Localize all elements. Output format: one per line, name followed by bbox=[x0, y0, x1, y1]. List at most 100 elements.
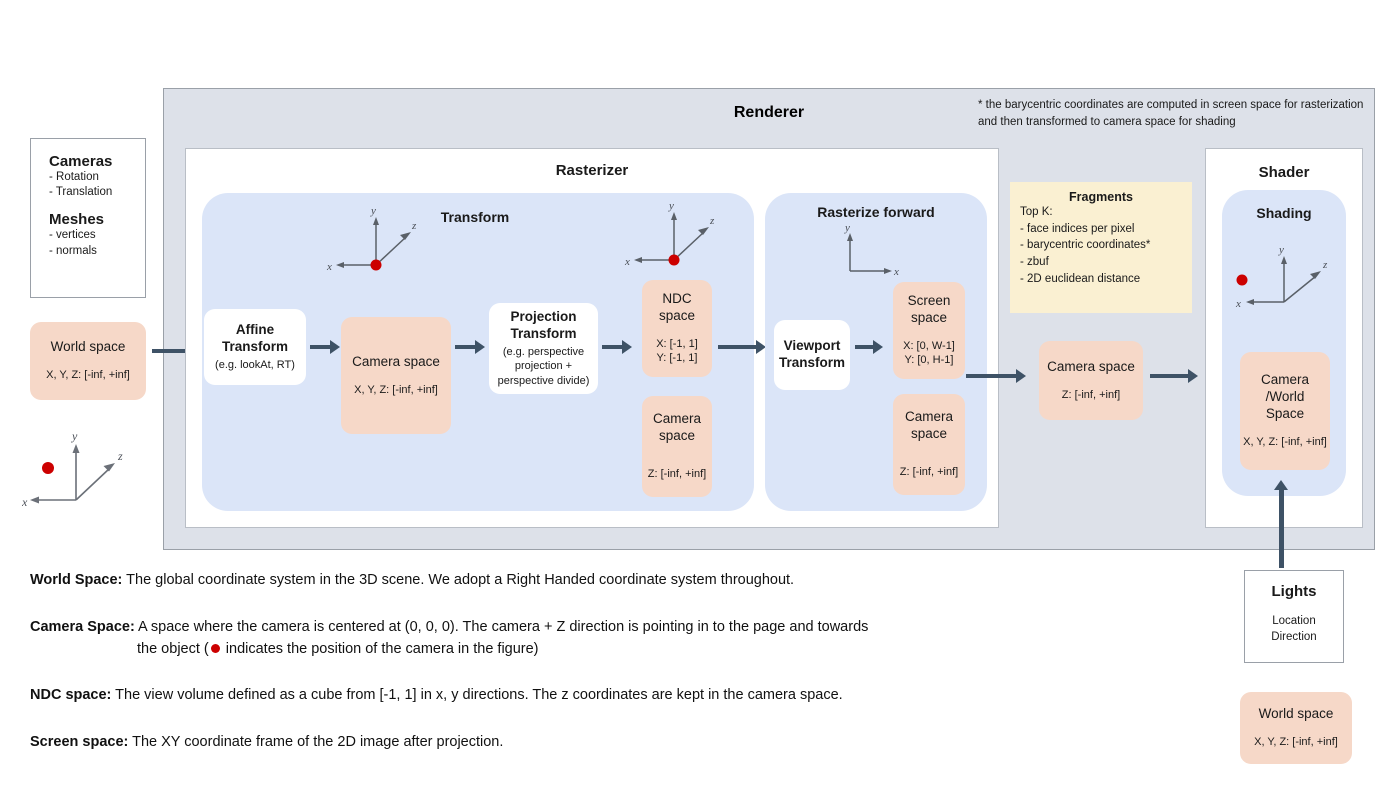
arrow-viewport-to-screen bbox=[855, 345, 873, 349]
fragments-item-zbuf: - zbuf bbox=[1020, 256, 1049, 269]
rasterizer-title: Rasterizer bbox=[555, 162, 629, 179]
fragments-lead: Top K: bbox=[1020, 206, 1053, 218]
meshes-item-vertices: - vertices bbox=[49, 229, 96, 242]
shading-title: Shading bbox=[1256, 205, 1312, 221]
post-raster-camera-space-box: Camera space Z: [-inf, +inf] bbox=[1039, 341, 1143, 420]
description-camera-space-term: Camera Space: bbox=[30, 618, 135, 635]
svg-text:x: x bbox=[624, 256, 630, 268]
affine-transform-sub: (e.g. lookAt, RT) bbox=[215, 358, 295, 371]
world-space-bottom-box: World space X, Y, Z: [-inf, +inf] bbox=[1240, 692, 1352, 764]
inputs-cameras-meshes-box: Cameras - Rotation - Translation Meshes … bbox=[30, 138, 146, 298]
screen-axes-2d: y x bbox=[838, 225, 908, 280]
description-world-space-text: The global coordinate system in the 3D s… bbox=[122, 572, 795, 588]
projection-transform-box: Projection Transform (e.g. perspective p… bbox=[489, 303, 598, 394]
ndc-space-range-y: Y: [-1, 1] bbox=[656, 352, 698, 365]
cameras-heading: Cameras bbox=[49, 153, 113, 170]
ndc-camera-space-box: Camera space Z: [-inf, +inf] bbox=[642, 396, 712, 497]
arrow-affine-to-cameraspace-head bbox=[330, 340, 340, 354]
meshes-heading: Meshes bbox=[49, 211, 105, 229]
arrow-ndc-to-viewport bbox=[718, 345, 756, 349]
svg-text:z: z bbox=[411, 220, 417, 232]
world-space-bottom-title: World space bbox=[1258, 706, 1334, 722]
fragments-box: Fragments Top K: - face indices per pixe… bbox=[1010, 182, 1192, 313]
ndc-axes-triad: y x z bbox=[620, 198, 720, 274]
shader-axes-triad: y x z bbox=[1228, 238, 1340, 314]
arrow-projection-to-ndc bbox=[602, 345, 622, 349]
viewport-transform-box: Viewport Transform bbox=[774, 320, 850, 390]
svg-text:z: z bbox=[1322, 259, 1328, 271]
arrow-camera-space-to-shader-head bbox=[1188, 369, 1198, 383]
description-camera-space-line2-post: indicates the position of the camera in … bbox=[221, 640, 539, 657]
arrow-affine-to-cameraspace bbox=[310, 345, 330, 349]
svg-text:x: x bbox=[1235, 298, 1241, 310]
svg-text:y: y bbox=[370, 205, 376, 217]
arrow-cameraspace-to-projection bbox=[455, 345, 475, 349]
arrow-lights-to-shading-head bbox=[1274, 480, 1288, 490]
arrow-lights-to-shading bbox=[1279, 490, 1284, 568]
cameras-item-rotation: - Rotation bbox=[49, 171, 99, 183]
renderer-title: Renderer bbox=[733, 104, 805, 121]
arrow-rasterizer-to-camera-space bbox=[966, 374, 1016, 378]
ndc-space-range-x: X: [-1, 1] bbox=[656, 337, 698, 350]
world-space-range: X, Y, Z: [-inf, +inf] bbox=[46, 369, 130, 382]
svg-text:y: y bbox=[1278, 244, 1284, 256]
camera-world-space-title: Camera /World Space bbox=[1260, 372, 1309, 422]
affine-transform-title: Affine Transform bbox=[221, 321, 289, 354]
arrow-ndc-to-viewport-head bbox=[756, 340, 766, 354]
arrow-cameraspace-to-projection-head bbox=[475, 340, 485, 354]
barycentric-footnote: * the barycentric coordinates are comput… bbox=[978, 99, 1364, 128]
description-camera-space-line2-pre: the object ( bbox=[137, 640, 209, 657]
svg-text:y: y bbox=[668, 200, 674, 212]
rasterize-forward-camera-space-title: Camera space bbox=[904, 409, 953, 442]
description-world-space: World Space: The global coordinate syste… bbox=[30, 570, 1120, 592]
transform-axes-triad: y x z bbox=[322, 203, 422, 279]
spacer bbox=[49, 200, 145, 211]
arrow-projection-to-ndc-head bbox=[622, 340, 632, 354]
arrow-rasterizer-to-camera-space-head bbox=[1016, 369, 1026, 383]
transform-camera-space-box: Camera space X, Y, Z: [-inf, +inf] bbox=[341, 317, 451, 434]
post-raster-camera-space-range: Z: [-inf, +inf] bbox=[1061, 388, 1121, 401]
lights-item-location: Location bbox=[1272, 615, 1316, 627]
lights-item-direction: Direction bbox=[1271, 630, 1317, 643]
meshes-item-normals: - normals bbox=[49, 244, 97, 257]
description-ndc-space-term: NDC space: bbox=[30, 687, 112, 704]
svg-text:y: y bbox=[71, 429, 78, 443]
affine-transform-box: Affine Transform (e.g. lookAt, RT) bbox=[204, 309, 306, 385]
camera-dot-icon bbox=[210, 644, 220, 654]
description-ndc-space-text: The view volume defined as a cube from [… bbox=[111, 687, 843, 704]
cameras-item-translation: - Translation bbox=[49, 186, 113, 199]
svg-text:y: y bbox=[844, 225, 850, 234]
fragments-item-euclidean-distance: - 2D euclidean distance bbox=[1020, 272, 1141, 285]
svg-text:z: z bbox=[117, 449, 123, 463]
description-screen-space-text: The XY coordinate frame of the 2D image … bbox=[128, 734, 504, 750]
transform-camera-space-range: X, Y, Z: [-inf, +inf] bbox=[354, 383, 438, 396]
lights-box: Lights Location Direction bbox=[1244, 570, 1344, 663]
post-raster-camera-space-title: Camera space bbox=[1047, 358, 1135, 374]
projection-transform-title: Projection Transform bbox=[510, 309, 577, 342]
transform-title: Transform bbox=[440, 209, 510, 225]
fragments-title: Fragments bbox=[1069, 190, 1133, 204]
viewport-transform-title: Viewport Transform bbox=[778, 338, 846, 370]
spacer bbox=[1245, 600, 1343, 614]
ndc-camera-space-range: Z: [-inf, +inf] bbox=[647, 467, 707, 480]
description-camera-space-line2: the object ( indicates the position of t… bbox=[30, 639, 1120, 661]
description-camera-space-text: A space where the camera is centered at … bbox=[134, 618, 869, 635]
world-space-title: World space bbox=[50, 339, 126, 355]
fragments-item-barycentric: - barycentric coordinates* bbox=[1020, 239, 1151, 252]
ndc-space-title: NDC space bbox=[658, 290, 696, 323]
descriptions-block: World Space: The global coordinate syste… bbox=[30, 570, 1120, 779]
rasterize-forward-title: Rasterize forward bbox=[817, 204, 935, 220]
description-screen-space: Screen space: The XY coordinate frame of… bbox=[30, 732, 1120, 754]
camera-world-space-range: X, Y, Z: [-inf, +inf] bbox=[1243, 435, 1327, 448]
description-screen-space-term: Screen space: bbox=[30, 734, 129, 750]
projection-transform-sub: (e.g. perspective projection + perspecti… bbox=[497, 345, 590, 387]
screen-space-range-y: Y: [0, H-1] bbox=[904, 354, 954, 367]
ndc-camera-space-title: Camera space bbox=[652, 411, 701, 444]
description-world-space-term: World Space: bbox=[30, 572, 123, 588]
world-space-axes-triad: y x z bbox=[22, 428, 142, 513]
transform-camera-space-title: Camera space bbox=[352, 353, 440, 369]
world-space-input-box: World space X, Y, Z: [-inf, +inf] bbox=[30, 322, 146, 400]
description-camera-space: Camera Space: A space where the camera i… bbox=[30, 617, 1120, 661]
svg-text:x: x bbox=[893, 266, 899, 278]
svg-text:z: z bbox=[709, 215, 715, 227]
